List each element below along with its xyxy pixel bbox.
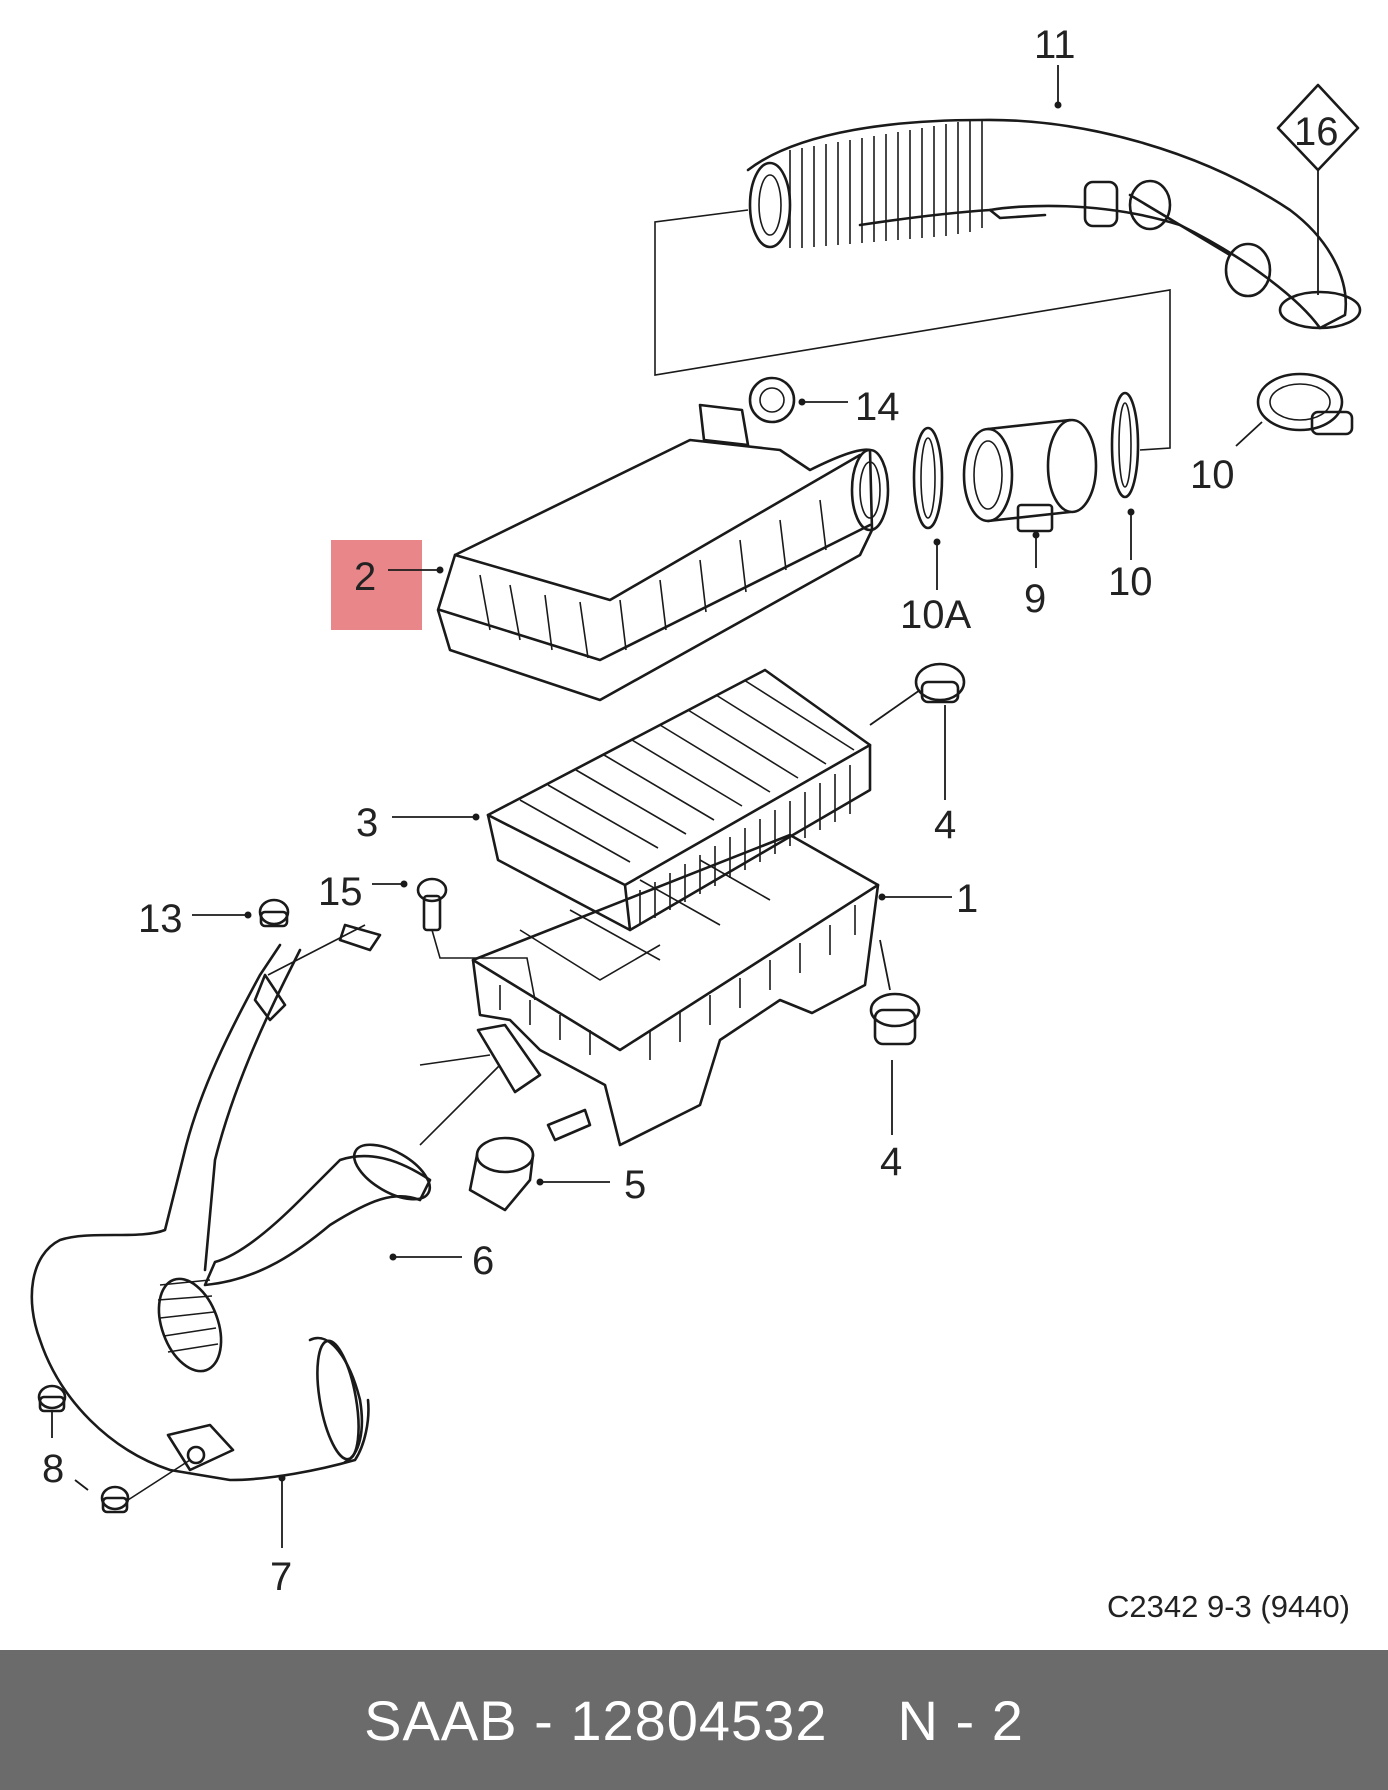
callout-13: 13	[138, 897, 183, 941]
part-2-highlight	[331, 540, 422, 630]
brand-part-number: SAAB - 12804532	[364, 1688, 828, 1752]
callout-7: 7	[270, 1555, 292, 1599]
part-10-clamp-right	[1235, 372, 1354, 447]
part-4-grommet-bottom	[869, 939, 921, 1135]
callout-1: 1	[956, 877, 978, 921]
callout-10-right: 10	[1190, 453, 1235, 497]
callout-15: 15	[318, 870, 363, 914]
part-14-cap	[748, 376, 848, 424]
part-16-marker	[1276, 83, 1360, 295]
part-1-housing-base	[471, 833, 952, 1147]
part-8-nuts	[37, 1384, 191, 1514]
part-10-ring-mid	[1110, 391, 1140, 560]
callout-10-mid: 10	[1108, 560, 1153, 604]
diagram-position: N - 2	[897, 1688, 1024, 1752]
part-10a-ring	[912, 426, 944, 590]
callout-5: 5	[624, 1163, 646, 1207]
part-7-intake-duct	[30, 923, 382, 1548]
callout-4-bottom: 4	[880, 1140, 902, 1184]
part-5-sleeve	[468, 1136, 610, 1212]
callout-8: 8	[42, 1447, 64, 1491]
part-2-housing-cover	[436, 403, 890, 702]
part-9-maf-sensor	[962, 418, 1098, 568]
parts-diagram: 11 16 14 10 10A 9 10 2 4 3 1 15 13 4 5 6…	[30, 23, 1362, 1624]
part-4-grommet-top	[869, 662, 966, 800]
callout-4-top: 4	[934, 803, 956, 847]
callout-16: 16	[1294, 110, 1339, 154]
drawing-code: C2342 9-3 (9440)	[1107, 1589, 1350, 1624]
callout-3: 3	[356, 801, 378, 845]
part-15-bolt	[372, 877, 536, 1001]
part-6-lower-duct	[203, 1054, 501, 1287]
callout-14: 14	[855, 385, 900, 429]
callout-10a: 10A	[900, 593, 971, 637]
callout-9: 9	[1024, 577, 1046, 621]
callout-2: 2	[354, 555, 376, 599]
part-number-bar: SAAB - 12804532 N - 2	[0, 1650, 1388, 1790]
part-11-intake-hose	[746, 118, 1362, 330]
bellows-ribs	[789, 120, 983, 248]
callout-11: 11	[1034, 23, 1076, 67]
part-13-nut	[192, 898, 290, 928]
part-3-filter-element	[392, 668, 872, 932]
callout-6: 6	[472, 1239, 494, 1283]
